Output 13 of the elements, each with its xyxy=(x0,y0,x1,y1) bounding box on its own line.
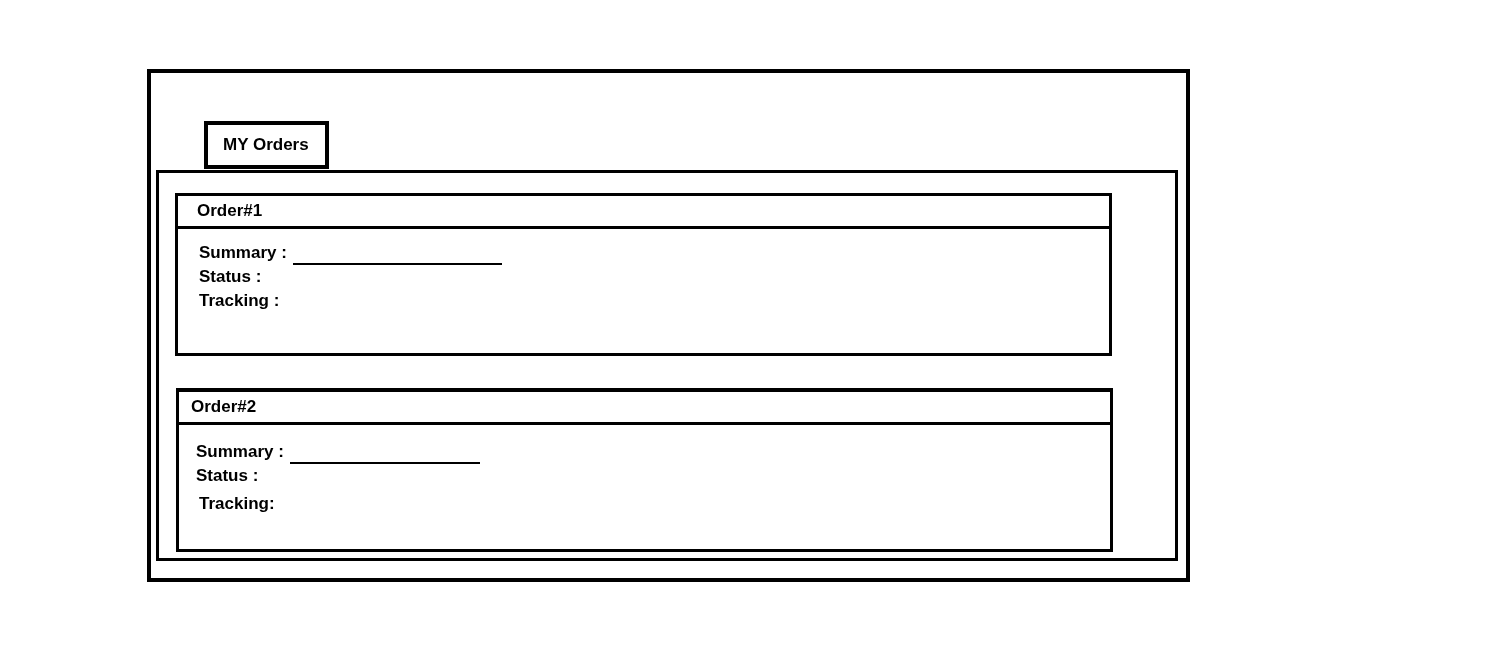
order-card xyxy=(175,193,1112,356)
window-frame xyxy=(147,69,1190,582)
order-card xyxy=(176,388,1113,552)
field-label: Summary : xyxy=(199,243,287,263)
field-label: Tracking : xyxy=(199,291,280,311)
field-label: Status : xyxy=(196,466,259,486)
field-label: Status : xyxy=(199,267,262,287)
field-label: Tracking: xyxy=(199,494,275,514)
field-label: Summary : xyxy=(196,442,284,462)
content-panel xyxy=(156,170,1178,561)
card-header: Order#2 xyxy=(179,392,1110,425)
card-header: Order#1 xyxy=(178,196,1109,229)
tab: MY Orders xyxy=(204,121,329,169)
